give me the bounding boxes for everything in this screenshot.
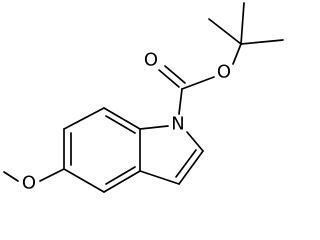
- bond-o-methoxy-c5: [39, 168, 65, 182]
- bond-c4-c3a: [103, 170, 141, 193]
- bond-o-ester-c-tert: [232, 43, 242, 65]
- bond-carbonyl-c-o-double-b: [164, 65, 186, 84]
- bond-carbonyl-c-o-double-a: [158, 69, 180, 88]
- atom-label-n1: N: [171, 114, 184, 135]
- bond-c-tert-methyl-left: [208, 18, 242, 45]
- bond-c7a-c7: [103, 107, 141, 130]
- bond-n1-c7a: [139, 125, 169, 130]
- bond-c3-c2-inner: [175, 149, 197, 178]
- bond-carbonyl-c-o-ester: [181, 76, 215, 90]
- bond-c3a-c3: [139, 170, 180, 185]
- bond-methyl-o-methoxy: [3, 171, 19, 182]
- bond-c3-c2: [178, 150, 204, 185]
- bond-n1-carbonyl-c: [178, 88, 183, 115]
- atom-label-o-methoxy: O: [22, 173, 36, 194]
- bond-c7a-c7-inner: [105, 115, 136, 134]
- chemical-structure-diagram: N O O O: [3, 2, 284, 194]
- atom-label-o-carbonyl: O: [144, 50, 158, 71]
- bond-c-tert-methyl-up: [240, 2, 245, 45]
- bond-c2-n1: [186, 131, 204, 152]
- atom-label-o-ester: O: [217, 62, 231, 83]
- bond-c5-c4: [63, 168, 105, 193]
- bond-c-tert-methyl-right: [240, 39, 284, 45]
- bond-c4-c3a-inner: [105, 166, 136, 185]
- bond-c7-c6: [63, 107, 105, 130]
